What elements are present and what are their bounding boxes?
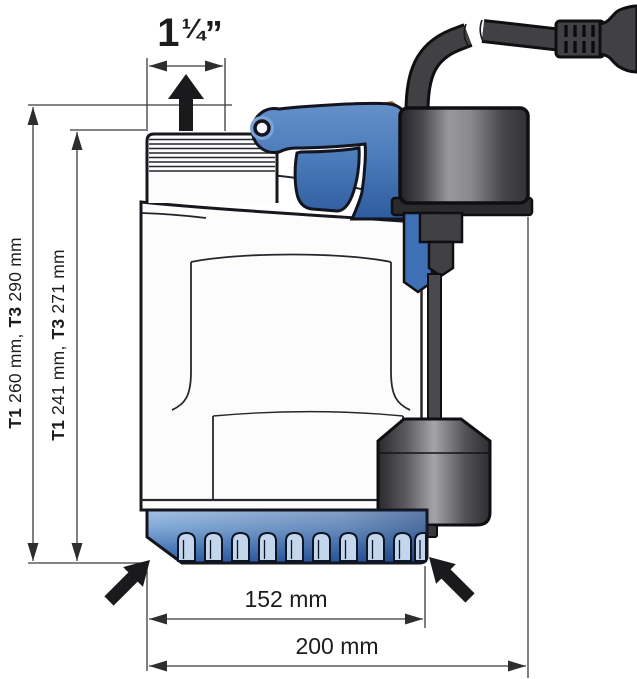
- suction-strainer: [145, 508, 429, 565]
- cable-break-marks: [463, 19, 485, 48]
- handle-shape: [250, 101, 433, 221]
- float-switch-holder: [390, 106, 534, 217]
- holder-cylinder: [398, 106, 530, 205]
- base-width-label: 152 mm: [244, 586, 327, 612]
- overall-height-dimension: [27, 104, 232, 561]
- overall-height-label: T1260 mm,T3290 mm: [5, 237, 25, 429]
- strainer-slot-shadows: [182, 540, 421, 559]
- strainer-slots: [177, 531, 427, 562]
- handle-hole: [253, 119, 271, 137]
- base-width-dimension: [146, 565, 426, 671]
- outlet-size-label: 1¼”: [157, 11, 223, 55]
- power-cable: [404, 4, 637, 113]
- outlet-width-dimension: [146, 58, 226, 131]
- inlet-arrow-left-icon: [104, 560, 150, 606]
- overall-width-dimension: [149, 217, 529, 678]
- discharge-port-threads: [149, 138, 275, 172]
- float-cable-clamp: [402, 211, 464, 294]
- float-rod: [427, 273, 442, 427]
- thread-height-label: T1241 mm,T3271 mm: [48, 249, 68, 441]
- inlet-arrow-right-icon: [429, 557, 475, 603]
- dimension-layer: [27, 58, 529, 678]
- outlet-flow-arrow-icon: [168, 74, 204, 131]
- carry-handle: [250, 101, 433, 221]
- thread-height-dimension: [70, 129, 146, 561]
- plug-strain-relief: [554, 19, 606, 59]
- power-plug: [598, 4, 637, 74]
- shoulder-line: [141, 212, 207, 219]
- overall-width-label: 200 mm: [295, 633, 378, 659]
